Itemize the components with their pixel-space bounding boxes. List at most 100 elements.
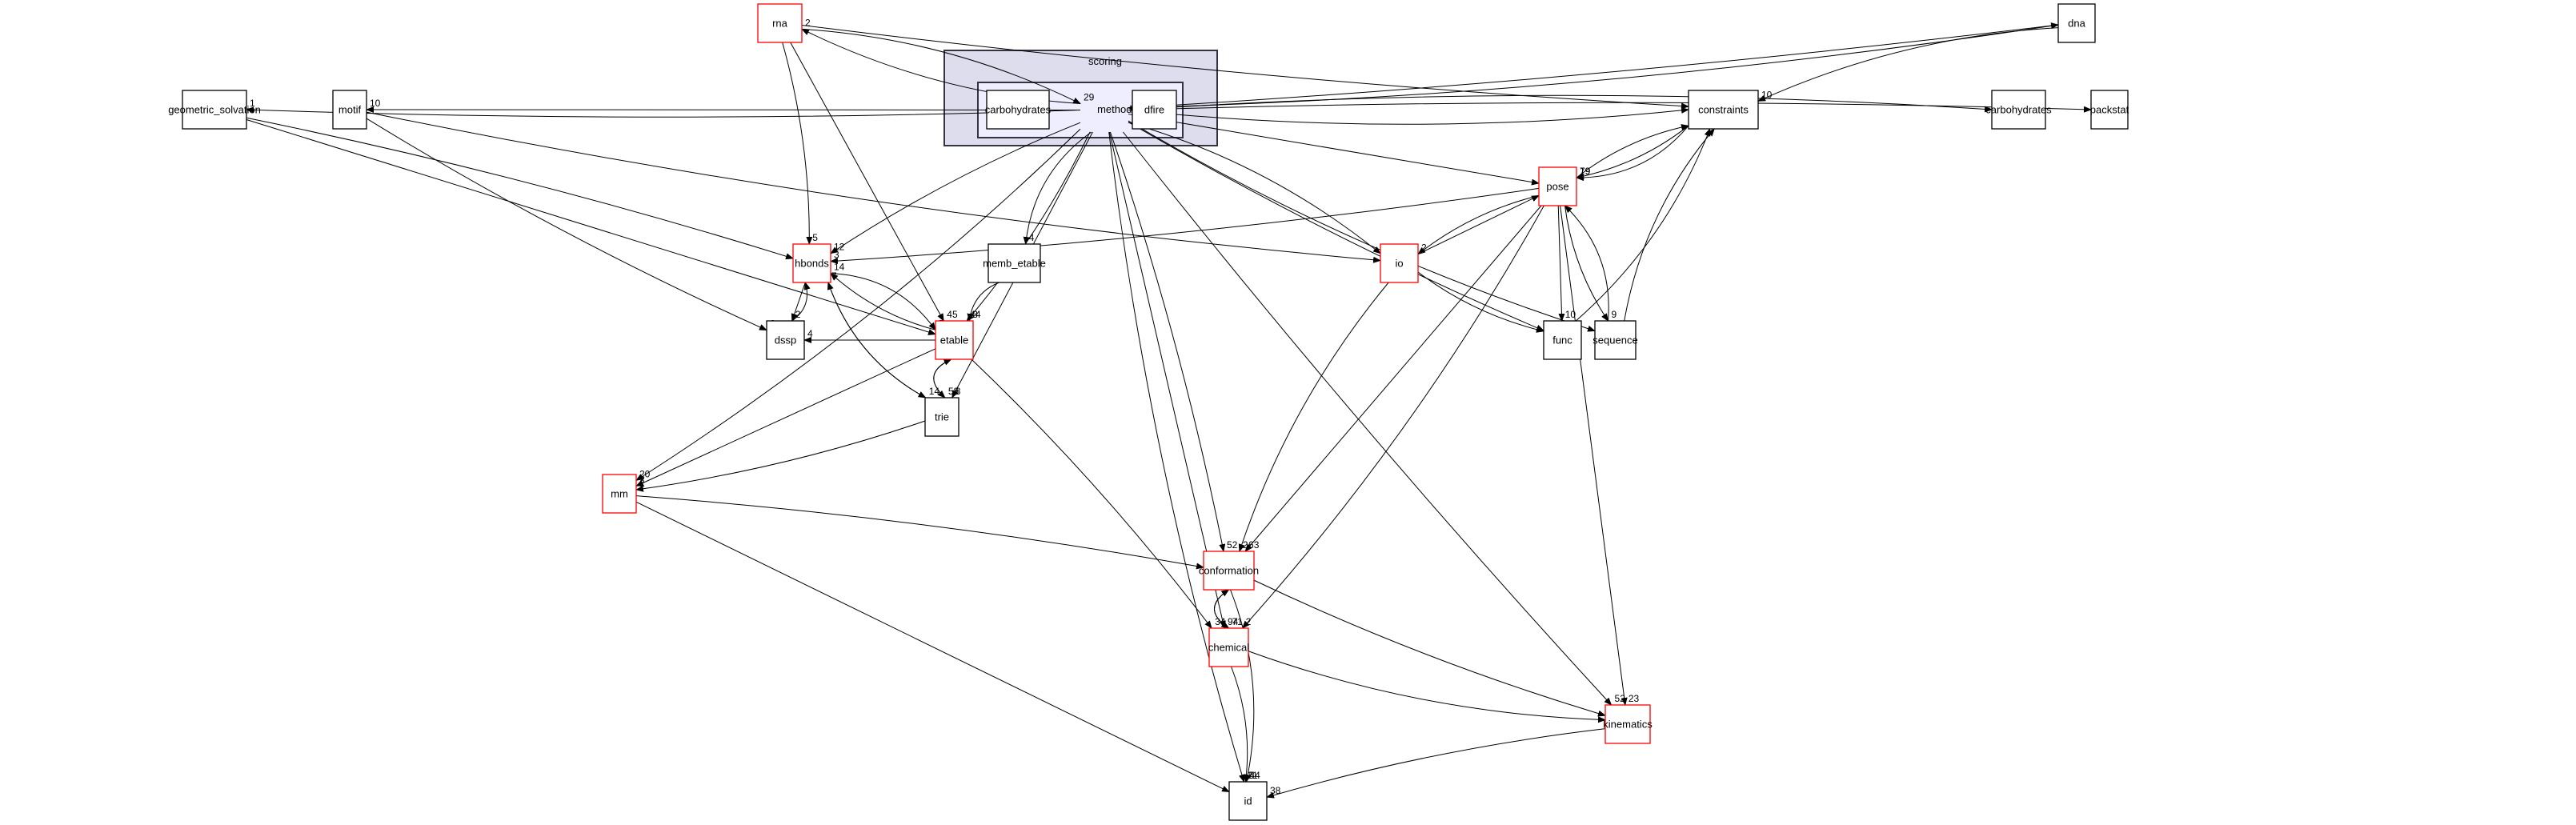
edge-count-label[interactable]: 2 bbox=[795, 309, 801, 320]
edge-count-label[interactable]: 58 bbox=[948, 386, 959, 397]
edge-count-label[interactable]: 14 bbox=[834, 262, 845, 273]
edge-io-to-func[interactable]: 5 bbox=[1417, 271, 1552, 333]
edge-sequence-to-constraints[interactable]: 2 bbox=[1624, 117, 1724, 322]
edge-pose-to-io[interactable]: 2 bbox=[1417, 194, 1540, 255]
edge-methods-to-mm[interactable]: 20 bbox=[635, 128, 1081, 481]
edge-pose-to-chemical[interactable]: 2 bbox=[1241, 205, 1544, 629]
node-trie[interactable]: trie bbox=[924, 397, 959, 437]
node-chemical[interactable]: chemical bbox=[1208, 627, 1249, 667]
node-packstat[interactable]: packstat bbox=[2090, 90, 2129, 130]
edge-count-label[interactable]: 2 bbox=[1421, 242, 1427, 254]
edge-methods-to-geometric_solvation[interactable]: 1 bbox=[246, 98, 1081, 118]
node-io[interactable]: io bbox=[1380, 243, 1419, 283]
edge-geometric_solvation-to-etable[interactable]: 30 bbox=[246, 118, 950, 335]
edge-hbonds-to-dssp[interactable]: 2 bbox=[791, 282, 806, 322]
edge-count-label[interactable]: 4 bbox=[807, 328, 813, 339]
edge-count-label[interactable]: 45 bbox=[947, 309, 958, 320]
edge-count-label[interactable]: 10 bbox=[370, 98, 381, 109]
edge-count-label[interactable]: 52 bbox=[1227, 539, 1238, 551]
edge-count-label[interactable]: 23 bbox=[1629, 693, 1640, 704]
edge-count-label[interactable]: 19 bbox=[1580, 166, 1591, 177]
edge-count-label[interactable]: 2 bbox=[639, 474, 645, 485]
edge-pose-to-hbonds[interactable]: 3 bbox=[830, 187, 1540, 265]
edge-methods-to-conformation[interactable]: 52 bbox=[1109, 131, 1238, 552]
edge-methods-to-func[interactable]: 12 bbox=[1128, 122, 1558, 331]
edge-count-label[interactable]: 34 bbox=[1215, 616, 1226, 627]
node-kinematics[interactable]: kinematics bbox=[1603, 704, 1653, 744]
edge-count-label[interactable]: 12 bbox=[834, 242, 845, 253]
edge-pose-to-kinematics[interactable]: 23 bbox=[1560, 205, 1640, 706]
edge-pose-to-constraints[interactable]: 23 bbox=[1576, 114, 1703, 178]
edge-io-to-conformation[interactable]: 2 bbox=[1238, 282, 1389, 552]
edge-etable-to-mm[interactable]: 2 bbox=[635, 348, 936, 487]
edge-count-label[interactable]: 10 bbox=[1565, 309, 1576, 320]
edge-methods-to-id[interactable]: 21 bbox=[1108, 131, 1258, 783]
node-dssp[interactable]: dssp bbox=[766, 320, 805, 360]
edge-count-label[interactable]: 2 bbox=[1246, 616, 1252, 627]
edge-count-label[interactable]: 9 bbox=[1612, 309, 1617, 320]
edge-count-label[interactable]: 5 bbox=[1249, 770, 1255, 781]
node-rna[interactable]: rna bbox=[757, 3, 803, 43]
node-dfire[interactable]: dfire bbox=[1132, 90, 1177, 130]
edge-motif-to-io[interactable]: 6 bbox=[366, 111, 1389, 263]
edge-count-label[interactable]: 3 bbox=[972, 309, 978, 320]
edge-methods-to-packstat[interactable]: 1 bbox=[1128, 98, 2100, 113]
edge-count-label[interactable]: 2 bbox=[805, 17, 811, 28]
edge-count-label[interactable]: 63 bbox=[1248, 539, 1260, 551]
edge-chemical-to-id[interactable]: 5 bbox=[1231, 666, 1255, 783]
edge-rna-to-methods[interactable]: 29 bbox=[801, 28, 1095, 104]
edge-trie-to-hbonds[interactable]: 7 bbox=[827, 270, 926, 398]
edge-count-label[interactable]: 4 bbox=[1029, 232, 1035, 243]
node-dna[interactable]: dna bbox=[2057, 3, 2096, 43]
node-carbohydrates[interactable]: carbohydrates bbox=[1985, 90, 2052, 130]
node-mm[interactable]: mm bbox=[602, 474, 637, 514]
edge-geometric_solvation-to-hbonds[interactable]: 3 bbox=[246, 117, 802, 260]
edge-count-label[interactable]: 29 bbox=[1084, 91, 1095, 102]
edge-conformation-to-kinematics[interactable]: 41 bbox=[1253, 579, 1620, 717]
edge-rna-to-etable[interactable]: 45 bbox=[790, 42, 958, 322]
edge-count-label[interactable]: 10 bbox=[1761, 89, 1773, 100]
edge-mm-to-id[interactable]: 17 bbox=[635, 501, 1244, 792]
edge-count-label[interactable]: 5 bbox=[812, 232, 818, 243]
node-sc-carbohydrates[interactable]: carbohydrates bbox=[985, 90, 1052, 130]
node-pose[interactable]: pose bbox=[1538, 166, 1577, 206]
edge-etable-to-chemical[interactable]: 34 bbox=[971, 358, 1226, 629]
edge-rna-to-constraints[interactable]: 2 bbox=[801, 25, 1697, 110]
edge-count-label[interactable]: 38 bbox=[1270, 785, 1281, 796]
node-sequence[interactable]: sequence bbox=[1592, 320, 1638, 360]
edge-func-to-constraints[interactable]: 7 bbox=[1575, 117, 1719, 322]
edge-trie-to-mm[interactable]: 2 bbox=[635, 420, 926, 492]
node-geometric-solvation[interactable]: geometric_solvation bbox=[168, 90, 261, 130]
edge-etable-to-dssp[interactable]: 4 bbox=[803, 328, 936, 343]
edge-memb_etable-to-etable[interactable]: 3 bbox=[967, 282, 1000, 322]
node-hbonds[interactable]: hbonds bbox=[792, 243, 831, 283]
edge-pose-to-conformation[interactable]: 63 bbox=[1244, 205, 1542, 552]
edge-mm-to-conformation[interactable]: 10 bbox=[635, 495, 1218, 570]
edge-methods-to-hbonds[interactable]: 12 bbox=[830, 122, 1081, 254]
edge-count-label[interactable]: 7 bbox=[831, 270, 837, 282]
edge-count-label[interactable]: 8 bbox=[955, 386, 961, 397]
edge-rna-to-hbonds[interactable]: 5 bbox=[782, 42, 819, 245]
node-id[interactable]: id bbox=[1228, 781, 1268, 821]
edge-kinematics-to-id[interactable]: 38 bbox=[1266, 728, 1606, 799]
edge-count-label[interactable]: 2 bbox=[1243, 539, 1248, 551]
edge-pose-to-func[interactable]: 10 bbox=[1557, 205, 1576, 322]
node-motif[interactable]: motif bbox=[332, 90, 367, 130]
edge-etable-to-hbonds[interactable]: 14 bbox=[830, 262, 936, 330]
node-memb-etable[interactable]: memb_etable bbox=[983, 243, 1046, 283]
node-func[interactable]: func bbox=[1543, 320, 1582, 360]
edge-methods-to-motif[interactable]: 10 bbox=[366, 98, 1081, 114]
edge-methods-to-memb_etable[interactable]: 4 bbox=[1023, 131, 1092, 245]
edge-conformation-to-id[interactable]: 44 bbox=[1230, 589, 1261, 783]
node-etable[interactable]: etable bbox=[935, 320, 974, 360]
edge-hbonds-to-etable[interactable]: 5 bbox=[830, 273, 944, 331]
edge-count-label[interactable]: 20 bbox=[639, 468, 651, 479]
edge-count-label[interactable]: 1 bbox=[250, 98, 255, 109]
edge-sequence-to-pose[interactable]: 8 bbox=[1564, 194, 1609, 322]
edge-motif-to-dssp[interactable]: 6 bbox=[366, 118, 775, 331]
edge-io-to-pose[interactable]: 29 bbox=[1417, 183, 1553, 255]
edge-chemical-to-kinematics[interactable]: 10 bbox=[1248, 651, 1620, 723]
edge-count-label[interactable]: 94 bbox=[1228, 616, 1239, 627]
node-constraints[interactable]: constraints bbox=[1688, 90, 1759, 130]
edge-methods-to-dna[interactable]: 13 bbox=[1128, 13, 2073, 109]
